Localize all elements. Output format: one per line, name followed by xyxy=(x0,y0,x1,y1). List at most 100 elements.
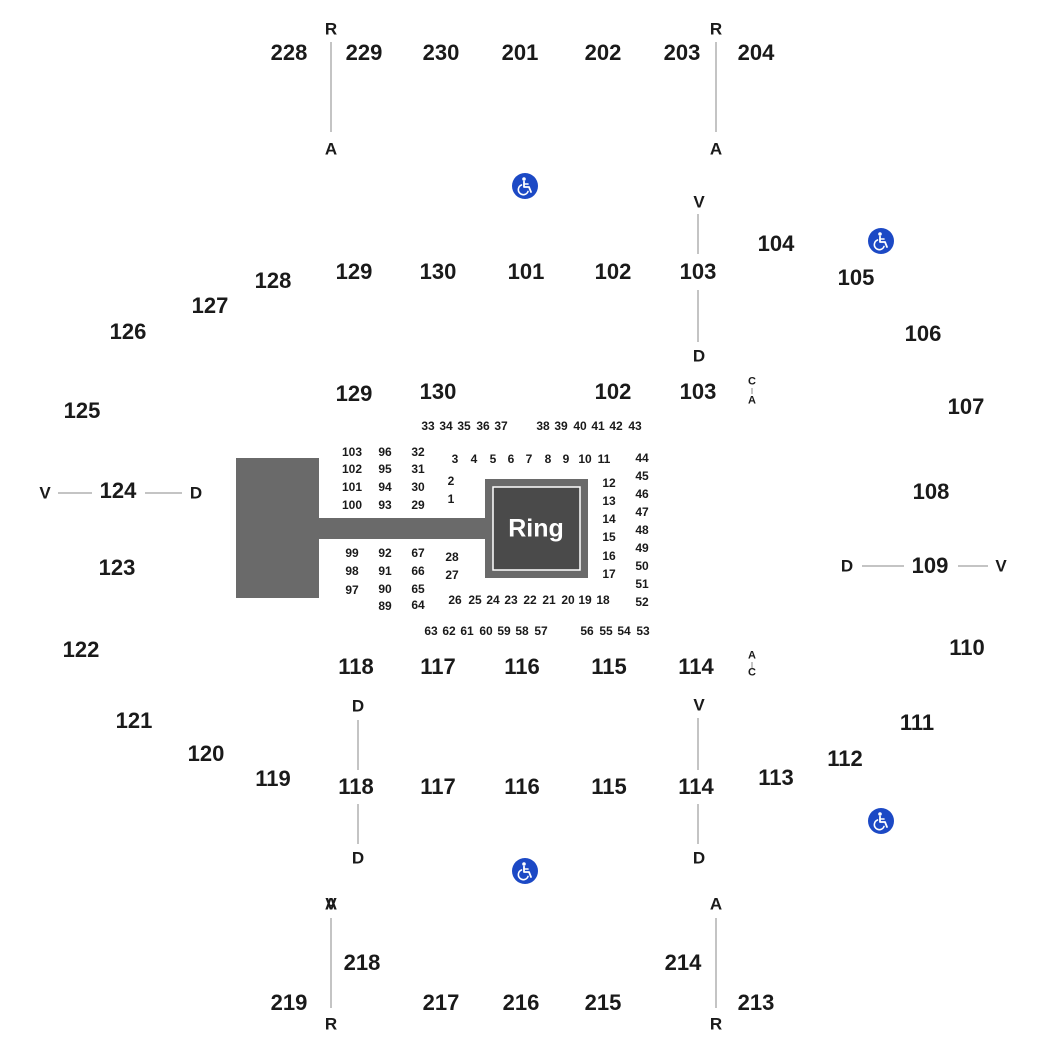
floor-seat[interactable]: 34 xyxy=(439,419,453,433)
floor-seat[interactable]: 17 xyxy=(602,567,616,581)
floor-seat[interactable]: 25 xyxy=(468,593,482,607)
floor-seat[interactable]: 57 xyxy=(534,624,548,638)
section-label[interactable]: 122 xyxy=(62,637,100,662)
section-label[interactable]: 115 xyxy=(591,774,627,799)
section-label[interactable]: 105 xyxy=(837,265,875,290)
floor-seat[interactable]: 28 xyxy=(445,550,459,564)
floor-seat[interactable]: 13 xyxy=(602,494,616,508)
floor-seat[interactable]: 100 xyxy=(341,498,363,512)
section-label[interactable]: 117 xyxy=(420,774,456,799)
section-label[interactable]: 213 xyxy=(737,990,775,1015)
floor-seat[interactable]: 29 xyxy=(411,498,425,512)
floor-seat[interactable]: 89 xyxy=(378,599,392,613)
floor-seat[interactable]: 56 xyxy=(580,624,594,638)
section-label[interactable]: 116 xyxy=(504,654,540,679)
floor-seat[interactable]: 21 xyxy=(542,593,556,607)
floor-seat[interactable]: 23 xyxy=(504,593,518,607)
section-label[interactable]: 102 xyxy=(594,259,632,284)
floor-seat[interactable]: 3 xyxy=(451,452,459,466)
section-label[interactable]: 203 xyxy=(663,40,701,65)
section-label[interactable]: 127 xyxy=(191,293,229,318)
section-label[interactable]: 216 xyxy=(502,990,540,1015)
floor-seat[interactable]: 35 xyxy=(457,419,471,433)
section-label[interactable]: 130 xyxy=(419,259,457,284)
section-label[interactable]: 126 xyxy=(109,319,147,344)
floor-seat[interactable]: 46 xyxy=(635,487,649,501)
floor-seat[interactable]: 33 xyxy=(421,419,435,433)
section-label[interactable]: 111 xyxy=(899,710,935,735)
floor-seat[interactable]: 55 xyxy=(599,624,613,638)
section-label[interactable]: 110 xyxy=(949,635,985,660)
floor-seat[interactable]: 101 xyxy=(341,480,363,494)
floor-seat[interactable]: 59 xyxy=(497,624,511,638)
floor-seat[interactable]: 54 xyxy=(617,624,631,638)
section-label[interactable]: 129 xyxy=(335,381,373,406)
section-label[interactable]: 120 xyxy=(187,741,225,766)
floor-seat[interactable]: 20 xyxy=(561,593,575,607)
section-label[interactable]: 124 xyxy=(99,478,137,503)
floor-seat[interactable]: 16 xyxy=(602,549,616,563)
section-label[interactable]: 118 xyxy=(338,774,374,799)
floor-seat[interactable]: 27 xyxy=(445,568,459,582)
floor-seat[interactable]: 38 xyxy=(536,419,550,433)
floor-seat[interactable]: 22 xyxy=(523,593,537,607)
section-label[interactable]: 113 xyxy=(758,765,794,790)
section-label[interactable]: 201 xyxy=(501,40,539,65)
floor-seat[interactable]: 10 xyxy=(578,452,592,466)
section-label[interactable]: 115 xyxy=(591,654,627,679)
floor-seat[interactable]: 19 xyxy=(578,593,592,607)
floor-seat[interactable]: 14 xyxy=(602,512,616,526)
floor-seat[interactable]: 12 xyxy=(602,476,616,490)
floor-seat[interactable]: 18 xyxy=(596,593,610,607)
floor-seat[interactable]: 8 xyxy=(544,452,552,466)
floor-seat[interactable]: 53 xyxy=(636,624,650,638)
section-label[interactable]: 123 xyxy=(98,555,136,580)
section-label[interactable]: 107 xyxy=(947,394,985,419)
floor-seat[interactable]: 2 xyxy=(447,474,455,488)
section-label[interactable]: 121 xyxy=(115,708,153,733)
section-label[interactable]: 114 xyxy=(678,654,714,679)
section-label[interactable]: 129 xyxy=(335,259,373,284)
floor-seat[interactable]: 45 xyxy=(635,469,649,483)
floor-seat[interactable]: 31 xyxy=(411,462,425,476)
section-label[interactable]: 101 xyxy=(507,259,545,284)
floor-seat[interactable]: 61 xyxy=(460,624,474,638)
floor-seat[interactable]: 42 xyxy=(609,419,623,433)
floor-seat[interactable]: 103 xyxy=(341,445,363,459)
floor-seat[interactable]: 48 xyxy=(635,523,649,537)
floor-seat[interactable]: 66 xyxy=(411,564,425,578)
floor-seat[interactable]: 67 xyxy=(411,546,425,560)
floor-seat[interactable]: 36 xyxy=(476,419,490,433)
floor-seat[interactable]: 96 xyxy=(378,445,392,459)
section-label[interactable]: 109 xyxy=(911,553,949,578)
section-label[interactable]: 218 xyxy=(343,950,381,975)
section-label[interactable]: 217 xyxy=(422,990,460,1015)
floor-seat[interactable]: 90 xyxy=(378,582,392,596)
floor-seat[interactable]: 49 xyxy=(635,541,649,555)
floor-seat[interactable]: 11 xyxy=(597,452,611,466)
floor-seat[interactable]: 1 xyxy=(447,492,455,506)
floor-seat[interactable]: 93 xyxy=(378,498,392,512)
section-label[interactable]: 215 xyxy=(584,990,622,1015)
floor-seat[interactable]: 4 xyxy=(470,452,478,466)
floor-seat[interactable]: 32 xyxy=(411,445,425,459)
floor-seat[interactable]: 7 xyxy=(525,452,533,466)
floor-seat[interactable]: 24 xyxy=(486,593,500,607)
floor-seat[interactable]: 50 xyxy=(635,559,649,573)
section-label[interactable]: 116 xyxy=(504,774,540,799)
floor-seat[interactable]: 63 xyxy=(424,624,438,638)
floor-seat[interactable]: 41 xyxy=(591,419,605,433)
floor-seat[interactable]: 102 xyxy=(341,462,363,476)
floor-seat[interactable]: 15 xyxy=(602,530,616,544)
section-label[interactable]: 204 xyxy=(737,40,775,65)
section-label[interactable]: 117 xyxy=(420,654,456,679)
floor-seat[interactable]: 95 xyxy=(378,462,392,476)
floor-seat[interactable]: 30 xyxy=(411,480,425,494)
floor-seat[interactable]: 52 xyxy=(635,595,649,609)
floor-seat[interactable]: 91 xyxy=(378,564,392,578)
section-label[interactable]: 214 xyxy=(664,950,702,975)
section-label[interactable]: 114 xyxy=(678,774,714,799)
section-label[interactable]: 118 xyxy=(338,654,374,679)
floor-seat[interactable]: 65 xyxy=(411,582,425,596)
floor-seat[interactable]: 58 xyxy=(515,624,529,638)
